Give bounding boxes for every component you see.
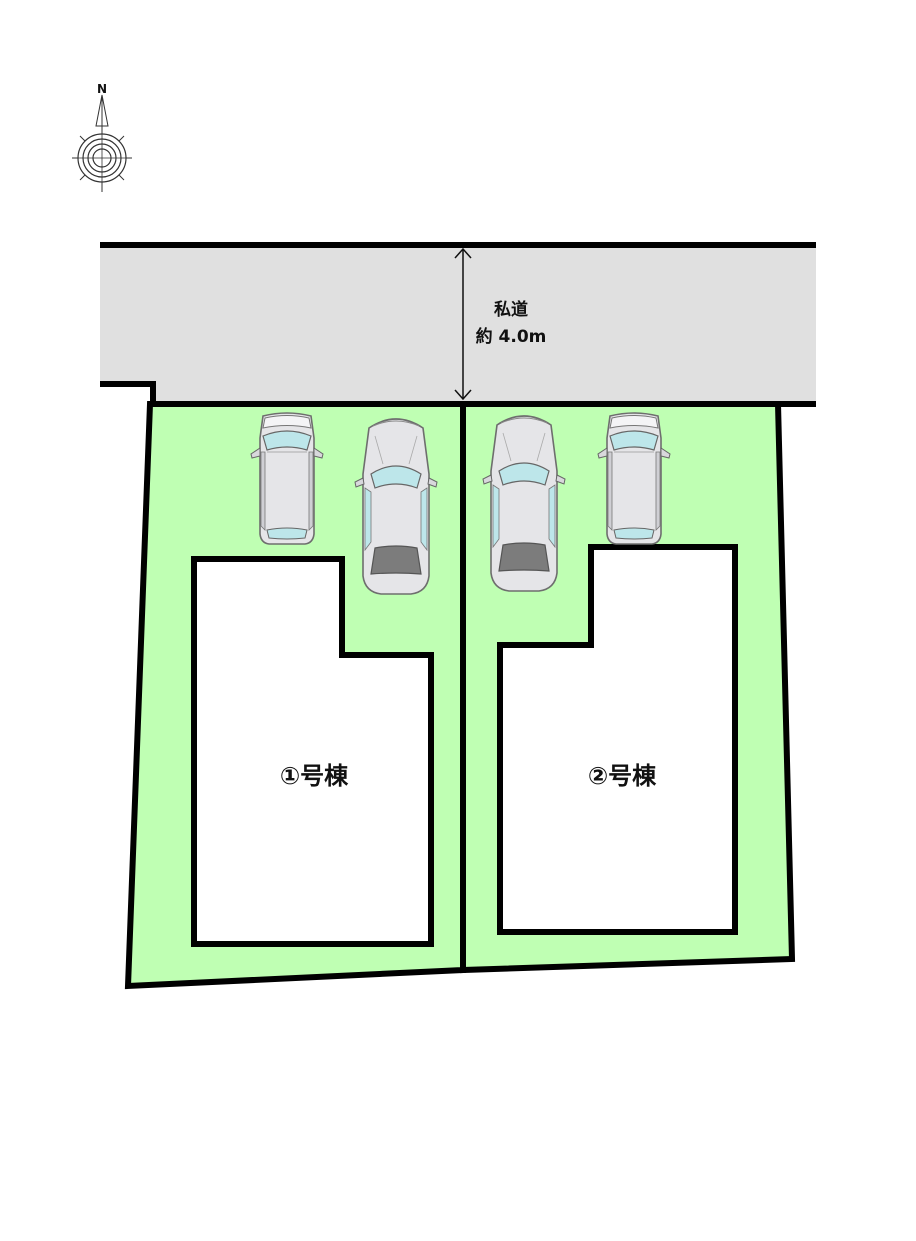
building-2 [497, 544, 738, 935]
parking-car-sedan-2 [482, 415, 566, 592]
north-compass-icon [72, 94, 132, 192]
north-label: N [97, 82, 107, 96]
building-2-label: ②号棟 [588, 762, 657, 790]
parking-car-van-1 [250, 412, 324, 545]
road-width-arrow-icon [454, 247, 472, 401]
building-1 [191, 556, 434, 947]
parking-car-sedan-1 [354, 418, 438, 595]
parking-car-van-2 [597, 412, 671, 545]
road-width: 約 4.0m [476, 326, 547, 347]
private-road [100, 245, 816, 404]
road-bottom-edge [100, 381, 156, 404]
road-name: 私道 [494, 299, 528, 320]
building-1-label: ①号棟 [280, 762, 349, 790]
